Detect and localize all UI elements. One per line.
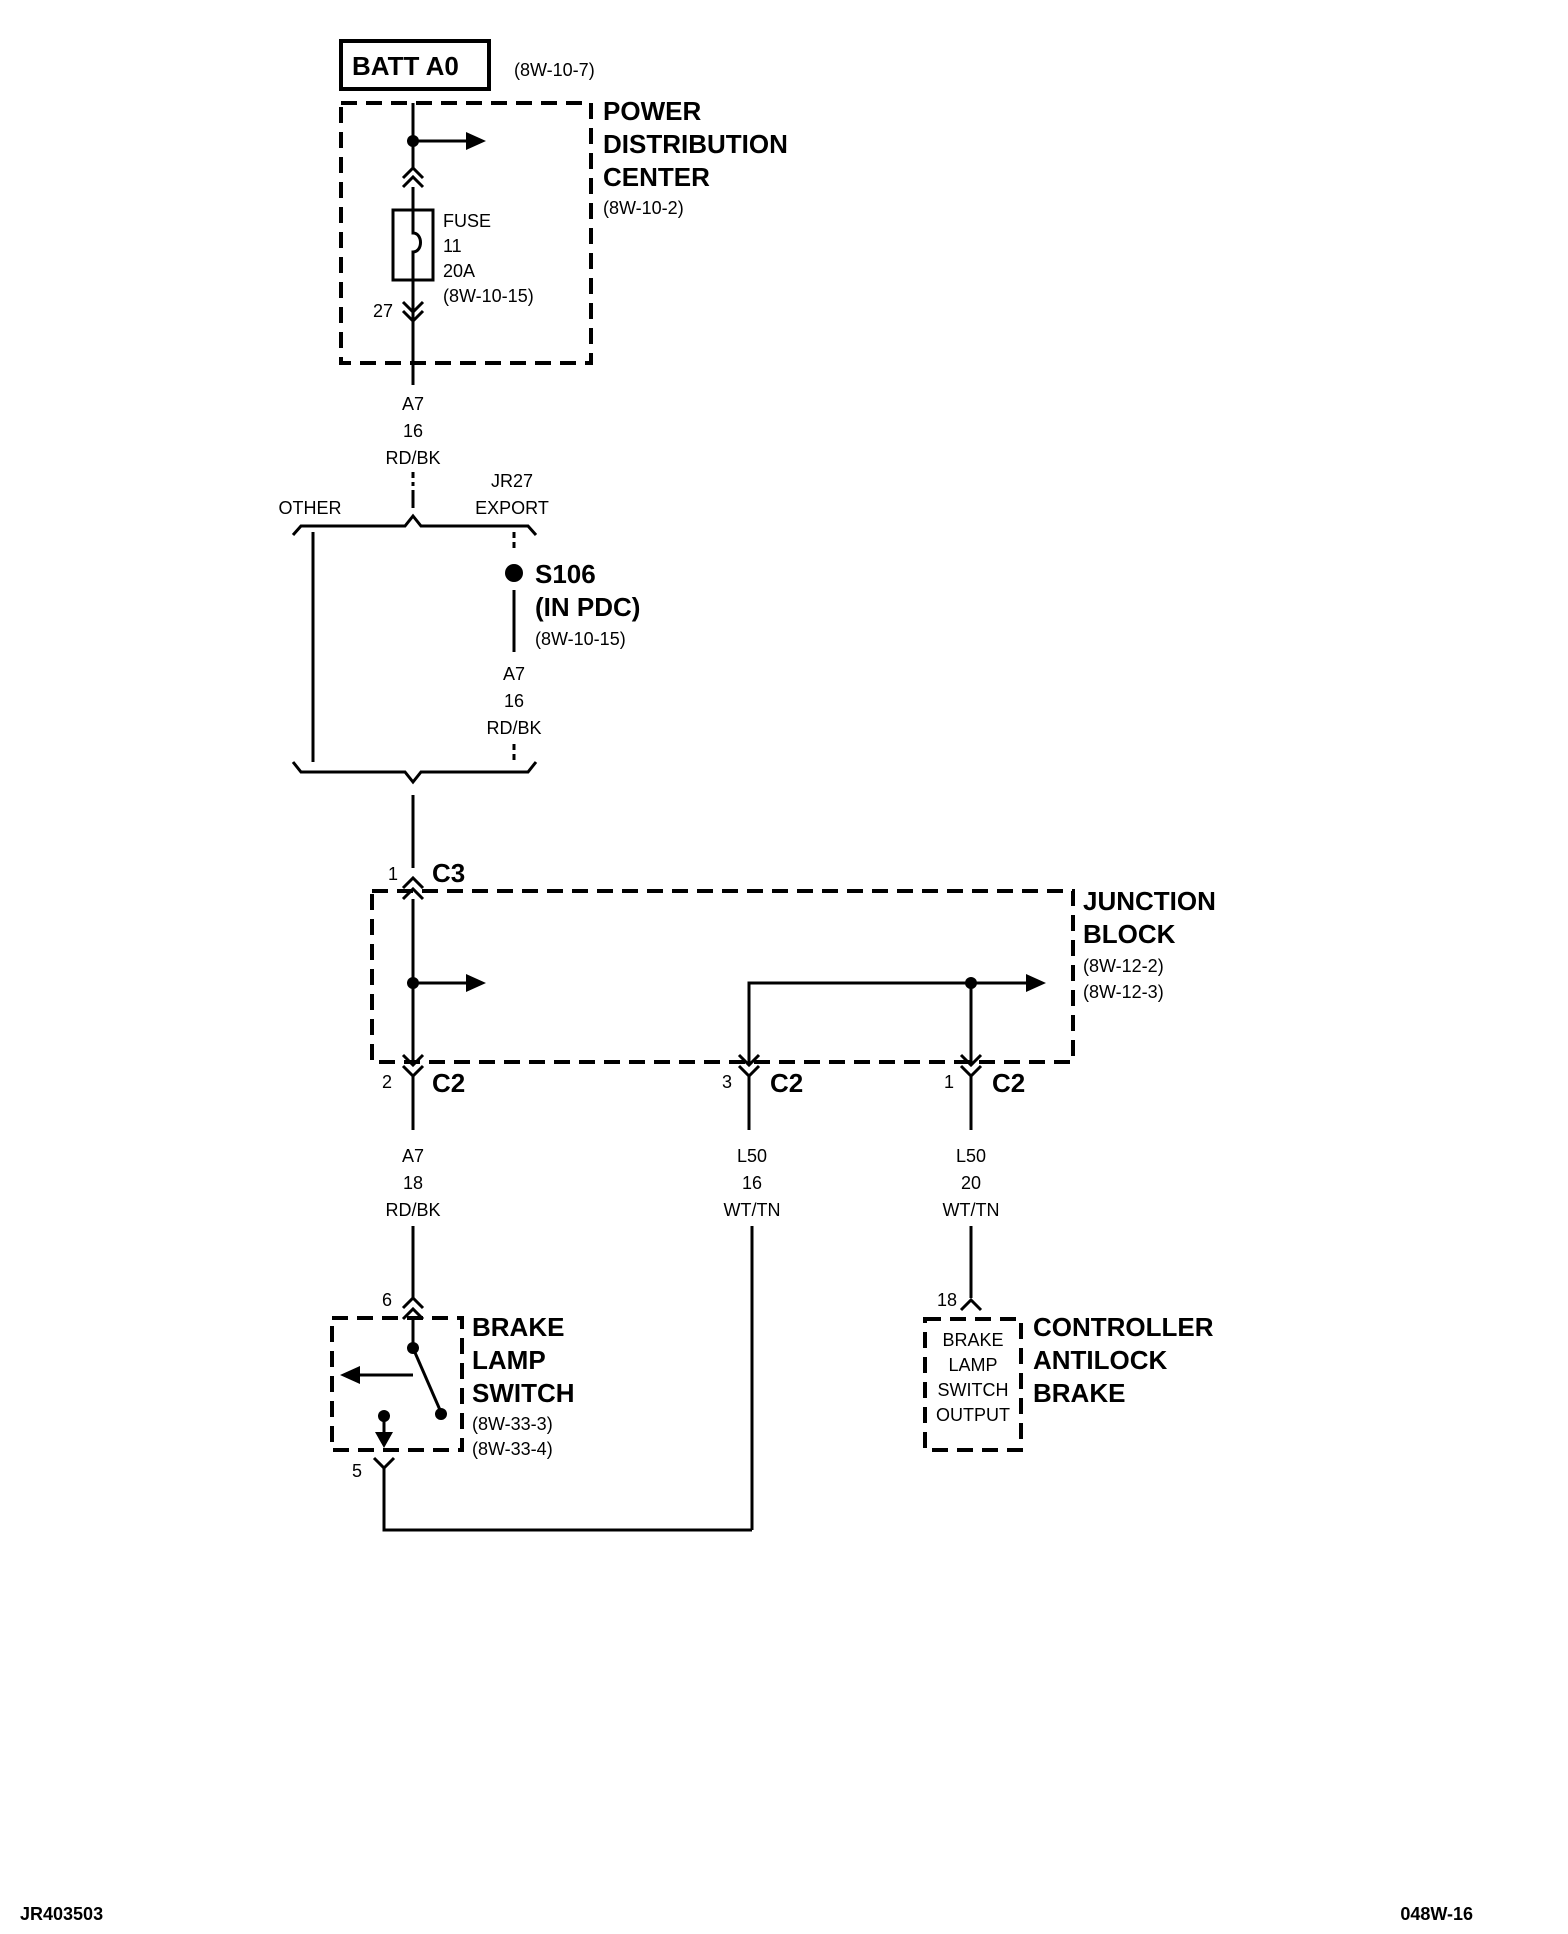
branch-brace-top — [291, 513, 538, 536]
cab-inner-1: BRAKE — [942, 1330, 1003, 1350]
wire-l50-16-code: L50 — [737, 1146, 767, 1166]
fuse-ref: (8W-10-15) — [443, 286, 534, 306]
footer-left: JR403503 — [20, 1904, 103, 1924]
footer-right: 048W-16 — [1400, 1904, 1473, 1924]
wire-a7-mid-gauge: 16 — [504, 691, 524, 711]
pdc-box — [339, 101, 593, 365]
wire-a7-top-gauge: 16 — [403, 421, 423, 441]
batt-label: BATT A0 — [352, 51, 459, 81]
brake-switch-out-arrow — [375, 1432, 393, 1448]
wire-l50-20-gauge: 20 — [961, 1173, 981, 1193]
splice-location: (IN PDC) — [535, 592, 640, 622]
c2a-name: C2 — [432, 1068, 465, 1098]
brake-switch-name-2: LAMP — [472, 1345, 546, 1375]
wire-l50-20-color: WT/TN — [943, 1200, 1000, 1220]
wire-a7-mid-color: RD/BK — [486, 718, 541, 738]
cab-inner-2: LAMP — [948, 1355, 997, 1375]
cab-inner-3: SWITCH — [938, 1380, 1009, 1400]
cab-inner-4: OUTPUT — [936, 1405, 1010, 1425]
junction-arrow-right — [1026, 974, 1046, 992]
fuse-label-2: 11 — [443, 236, 462, 256]
fuse-label-1: FUSE — [443, 211, 491, 231]
c2c-name: C2 — [992, 1068, 1025, 1098]
branch-export: EXPORT — [475, 498, 549, 518]
cab-name-3: BRAKE — [1033, 1378, 1125, 1408]
branch-brace-bottom — [291, 761, 538, 785]
fuse-pin: 27 — [373, 301, 393, 321]
splice-name: S106 — [535, 559, 596, 589]
pdc-name-1: POWER — [603, 96, 701, 126]
batt-box — [339, 39, 491, 91]
pdc-ref: (8W-10-2) — [603, 198, 684, 218]
c2b-name: C2 — [770, 1068, 803, 1098]
cab-pin: 18 — [937, 1290, 957, 1310]
wire-l50-16-color: WT/TN — [724, 1200, 781, 1220]
pdc-name-3: CENTER — [603, 162, 710, 192]
wire-a7-low-gauge: 18 — [403, 1173, 423, 1193]
c2b-pin: 3 — [722, 1072, 732, 1092]
brake-switch-ref-2: (8W-33-4) — [472, 1439, 553, 1459]
junction-block-box — [370, 889, 1075, 1064]
batt-ref: (8W-10-7) — [514, 60, 595, 80]
branch-other: OTHER — [279, 498, 342, 518]
brake-switch-pin-bottom: 5 — [352, 1461, 362, 1481]
c3-name: C3 — [432, 858, 465, 888]
brake-switch-contact-right — [435, 1408, 447, 1420]
c3-pin: 1 — [388, 864, 398, 884]
wire-l50-return — [382, 1468, 752, 1532]
junction-name-2: BLOCK — [1083, 919, 1176, 949]
brake-switch-name-1: BRAKE — [472, 1312, 564, 1342]
cab-name-1: CONTROLLER — [1033, 1312, 1214, 1342]
junction-ref-1: (8W-12-2) — [1083, 956, 1164, 976]
wire-l50-16-gauge: 16 — [742, 1173, 762, 1193]
wire-a7-top-color: RD/BK — [385, 448, 440, 468]
wire-a7-low-color: RD/BK — [385, 1200, 440, 1220]
fuse-label-3: 20A — [443, 261, 475, 281]
junction-ref-2: (8W-12-3) — [1083, 982, 1164, 1002]
brake-switch-name-3: SWITCH — [472, 1378, 575, 1408]
wire-a7-mid-code: A7 — [503, 664, 525, 684]
junction-name-1: JUNCTION — [1083, 886, 1216, 916]
brake-switch-ref-1: (8W-33-3) — [472, 1414, 553, 1434]
brake-switch-pin-top: 6 — [382, 1290, 392, 1310]
splice-ref: (8W-10-15) — [535, 629, 626, 649]
cab-box — [923, 1317, 1023, 1452]
pdc-bus-arrow — [466, 132, 486, 150]
wire-a7-low-code: A7 — [402, 1146, 424, 1166]
brake-switch-arrow — [340, 1366, 360, 1384]
wire-a7-top-code: A7 — [402, 394, 424, 414]
cab-name-2: ANTILOCK — [1033, 1345, 1168, 1375]
junction-arrow-left — [466, 974, 486, 992]
branch-jr27: JR27 — [491, 471, 533, 491]
c2a-pin: 2 — [382, 1072, 392, 1092]
brake-switch-box — [330, 1316, 464, 1452]
fuse-element — [411, 210, 422, 280]
brake-switch-blade — [411, 1347, 442, 1411]
splice-s106-node — [505, 564, 523, 582]
pdc-name-2: DISTRIBUTION — [603, 129, 788, 159]
c2c-pin: 1 — [944, 1072, 954, 1092]
wire-l50-20-code: L50 — [956, 1146, 986, 1166]
